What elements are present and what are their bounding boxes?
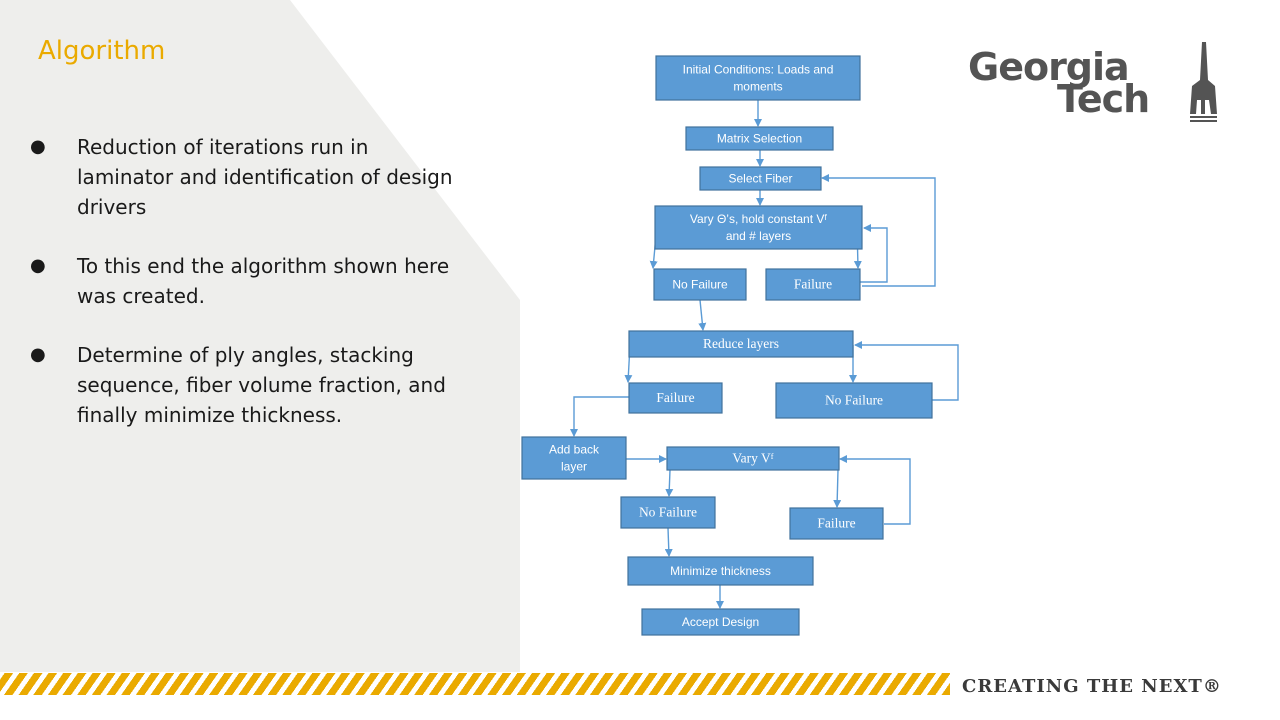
flowchart-node-accept-design: Accept Design [641,608,800,636]
flowchart-node-label: Add back [549,443,600,457]
bullet-icon: ● [30,136,46,157]
flowchart-nodes: Initial Conditions: Loads and momentsMatr… [521,55,933,636]
flowchart-node-select-fiber: Select Fiber [699,166,822,191]
flowchart-node-initial-conditions: Initial Conditions: Loads and moments [655,55,861,101]
flowchart-node-no-failure-1: No Failure [653,268,747,301]
logo-word-tech: Tech [1057,77,1150,121]
bullet-item: ● Determine of ply angles, stacking seque… [30,340,470,430]
bullet-item: ● Reduction of iterations run in laminato… [30,132,470,222]
flowchart-node-label: and # layers [726,229,791,243]
flowchart-node-label: Select Fiber [728,172,792,186]
flowchart-node-box [627,556,814,586]
flowchart-node-vary-theta: Vary Θ’s, hold constant Vᶠ and # layers [654,205,863,250]
footer-tagline: CREATING THE NEXT® [962,676,1222,697]
flowchart-node-matrix-selection: Matrix Selection [685,126,834,151]
bullet-list: ● Reduction of iterations run in laminato… [30,132,470,459]
flowchart-node-box [666,446,840,471]
bullet-text: Reduction of iterations run in laminator… [77,135,453,219]
flowchart-node-label: layer [561,460,587,474]
flowchart-node-box [641,608,800,636]
edge-no-failure-loop-to-reduce [854,341,959,401]
edge-no-failure-to-minimize [664,527,673,557]
flowchart-node-box [789,507,884,540]
logo-word-georgia: Georgia [968,45,1130,89]
flowchart-node-box [628,330,854,358]
georgia-tech-logo: Georgia Tech [965,42,1225,124]
flowchart-node-box [620,496,716,529]
edge-vary-vf-to-no-failure [665,469,674,497]
bullet-icon: ● [30,344,46,365]
flowchart-node-box [654,205,863,250]
flowchart-node-reduce-layers: Reduce layers [628,330,854,358]
flowchart-node-box [765,268,861,301]
flowchart-node-label: Matrix Selection [717,132,802,146]
flowchart-node-label: No Failure [639,505,697,520]
flowchart-node-box [628,382,723,414]
flowchart-node-failure-1: Failure [765,268,861,301]
edge-failure-loop-to-vary-theta [860,224,888,283]
flowchart-node-label: Vary Θ’s, hold constant Vᶠ [690,212,828,226]
flowchart-node-label: Minimize thickness [670,564,771,578]
edge-failure-loop-to-fiber [821,174,936,287]
flowchart-node-box [699,166,822,191]
flowchart-node-minimize-thickness: Minimize thickness [627,556,814,586]
flowchart-node-vary-vf: Vary Vᶠ [666,446,840,471]
flowchart-node-box [775,382,933,419]
edge-failure-loop-to-vary-vf [839,455,911,525]
slide-title: Algorithm [38,36,166,66]
tech-tower-icon [1190,42,1217,122]
flowchart-node-label: Failure [794,277,832,292]
flowchart-node-label: No Failure [825,393,883,408]
flowchart-node-add-back-layer: Add back layer [521,436,627,480]
edge-vary-vf-to-failure [833,469,842,508]
footer-stripe [0,673,950,695]
bullet-icon: ● [30,255,46,276]
flowchart-node-label: Failure [656,390,694,405]
flowchart-node-label: No Failure [672,278,728,292]
flowchart-node-box [685,126,834,151]
flowchart-node-label: Failure [817,516,855,531]
flowchart-node-no-failure-3: No Failure [620,496,716,529]
flowchart-edges [570,100,959,609]
flowchart-node-failure-2: Failure [628,382,723,414]
flowchart-node-label: Reduce layers [703,336,779,351]
bullet-text: To this end the algorithm shown here was… [77,254,450,308]
edge-no-failure-to-reduce [698,299,707,331]
flowchart-node-label: Initial Conditions: Loads and [683,63,834,77]
bullet-item: ● To this end the algorithm shown here wa… [30,251,470,311]
bullet-text: Determine of ply angles, stacking sequen… [77,343,446,427]
flowchart-node-label: Accept Design [682,615,759,629]
flowchart-node-box [653,268,747,301]
flowchart-node-label: Vary Vᶠ [732,451,773,466]
edge-failure-to-add-back [570,396,629,437]
flowchart-node-no-failure-2: No Failure [775,382,933,419]
flowchart-node-box [521,436,627,480]
flowchart-node-failure-3: Failure [789,507,884,540]
flowchart-node-label: moments [733,80,782,94]
flowchart-node-box [655,55,861,101]
